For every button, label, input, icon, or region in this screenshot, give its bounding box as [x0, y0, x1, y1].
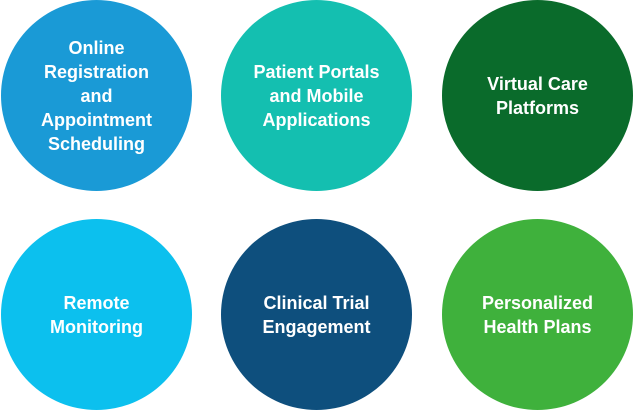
circle-personalized-health: Personalized Health Plans: [442, 219, 633, 410]
circle-label: Remote Monitoring: [50, 292, 143, 337]
circle-online-registration: Online Registration and Appointment Sche…: [1, 0, 192, 191]
circle-virtual-care: Virtual Care Platforms: [442, 0, 633, 191]
circle-label: Clinical Trial Engagement: [262, 292, 371, 337]
circle-label: Patient Portals and Mobile Applications: [253, 61, 380, 130]
circle-label: Virtual Care Platforms: [487, 73, 588, 118]
circle-remote-monitoring: Remote Monitoring: [1, 219, 192, 410]
circle-label: Online Registration and Appointment Sche…: [41, 37, 152, 154]
circle-patient-portals: Patient Portals and Mobile Applications: [221, 0, 412, 191]
circle-clinical-trial: Clinical Trial Engagement: [221, 219, 412, 410]
circle-label: Personalized Health Plans: [481, 292, 594, 337]
